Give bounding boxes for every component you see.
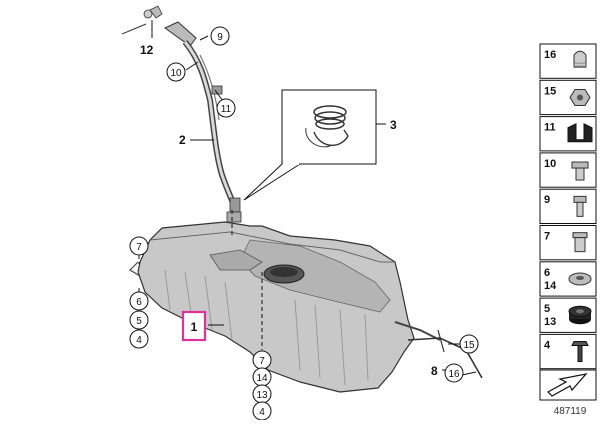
callout-1-highlight-box (181, 310, 207, 342)
callout-16-circle (444, 363, 464, 383)
bolt-icon (573, 195, 587, 217)
filler-pipe-illustration (164, 21, 242, 223)
fuel-tank-illustration (129, 221, 441, 393)
left-stack-item: 7 (136, 242, 142, 253)
collar-bolt-icon (571, 161, 589, 181)
legend-row[interactable]: 4 (539, 333, 597, 370)
legend-label: 15 (544, 85, 556, 97)
plug-cap-icon (573, 50, 587, 68)
rubber-mount-icon (568, 305, 592, 325)
part-12-clip (121, 5, 163, 35)
left-stack-item: 6 (136, 297, 142, 308)
legend-row[interactable]: 513 (539, 297, 597, 333)
legend-row[interactable]: 16 (539, 43, 597, 79)
legend-label: 10 (544, 158, 556, 170)
callout-1: 1 (191, 320, 198, 334)
callout-11-circle (216, 98, 236, 118)
callout-16: 16 (448, 369, 460, 380)
screw-icon (571, 341, 589, 363)
legend-label: 11 (544, 122, 556, 134)
legend-label: 9 (544, 194, 550, 206)
detail-box-3 (243, 89, 377, 201)
legend-label: 16 (544, 49, 556, 61)
legend-row[interactable]: 15 (539, 79, 597, 116)
diagram-number: 487119 (554, 406, 587, 417)
callout-10-circle (166, 62, 186, 82)
legend-label: 14 (544, 280, 557, 292)
center-stack-item: 4 (259, 407, 265, 418)
center-stack-item: 14 (256, 373, 268, 384)
legend-row[interactable]: 7 (539, 225, 597, 261)
legend-label: 13 (544, 316, 556, 328)
footer: 487119 (539, 369, 597, 417)
callout-12: 12 (140, 43, 154, 57)
left-stack-item: 4 (136, 335, 142, 346)
left-stack-item: 5 (136, 316, 142, 327)
callout-3: 3 (390, 118, 397, 132)
callout-2: 2 (179, 133, 186, 147)
callout-9: 9 (217, 32, 223, 43)
callout-9-circle (210, 26, 230, 46)
legend-row[interactable]: 9 (539, 188, 597, 224)
callout-11: 11 (221, 104, 232, 115)
callout-8: 8 (431, 364, 438, 378)
left-callout-stack: 7 6 5 4 (129, 236, 149, 349)
clip-holder-icon (567, 122, 593, 143)
legend-label: 4 (544, 339, 551, 351)
callout-10: 10 (170, 68, 182, 79)
arrow-glyph (547, 373, 588, 397)
legend-row[interactable]: 11 (539, 116, 597, 152)
callout-15-circle (459, 334, 479, 354)
center-stack-item: 7 (259, 356, 265, 367)
legend-label: 7 (544, 231, 550, 243)
legend-row[interactable]: 614 (539, 261, 597, 297)
grommet-bolt-icon (572, 232, 588, 253)
center-stack-item: 13 (256, 390, 268, 401)
hex-nut-icon (569, 88, 591, 106)
callout-15: 15 (463, 340, 475, 351)
legend-label: 5 (544, 303, 550, 315)
washer-icon (568, 272, 592, 286)
legend-row[interactable]: 10 (539, 152, 597, 188)
center-callout-stack: 7 14 13 4 (252, 350, 272, 421)
legend-label: 6 (544, 267, 550, 279)
